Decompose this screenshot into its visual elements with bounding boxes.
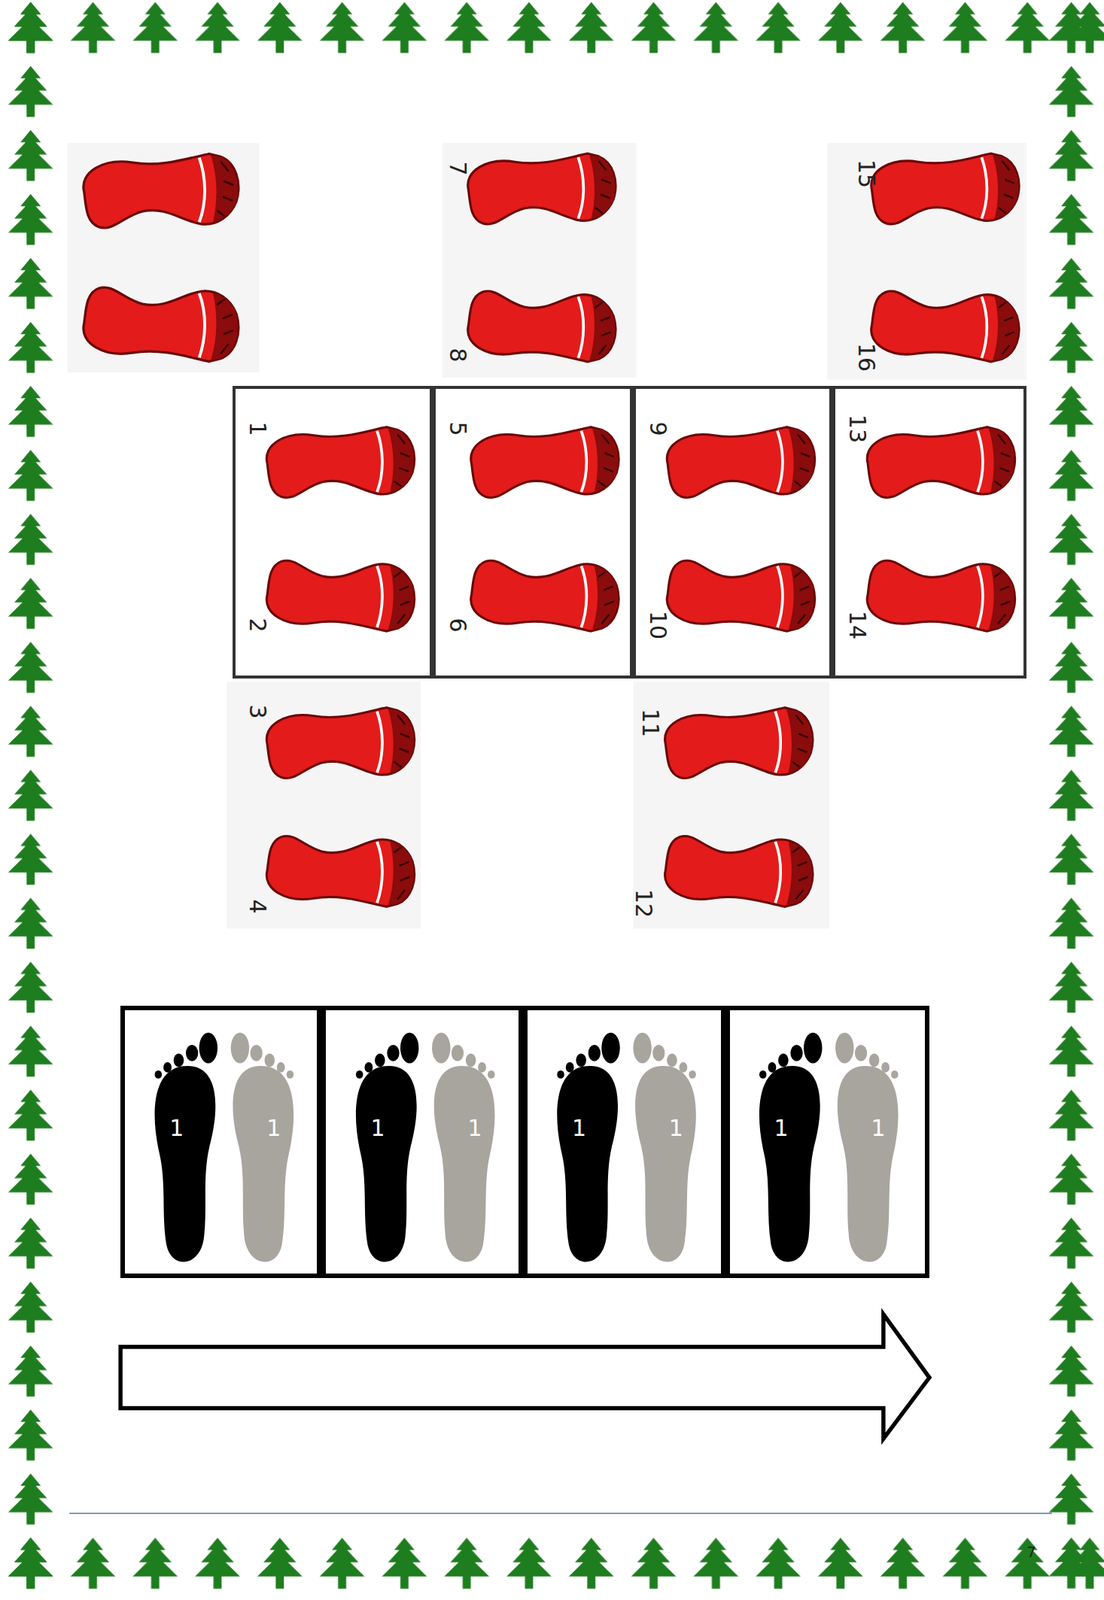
step-number: 14 [845, 610, 869, 639]
step-number: 1 [371, 1117, 386, 1141]
step-number: 1 [467, 1117, 482, 1141]
callout-number: 7 [446, 161, 469, 176]
foot-count-box: 11 [321, 1006, 523, 1279]
step-number: 1 [169, 1117, 184, 1141]
step-number: 1 [669, 1117, 684, 1141]
step-number: 6 [446, 617, 469, 633]
step-number: 9 [646, 421, 670, 436]
foot-count-box: 11 [725, 1006, 930, 1279]
callout-number: 4 [246, 900, 269, 915]
page-number: 7 [1027, 1544, 1037, 1560]
step-number: 1 [871, 1117, 886, 1141]
step-number: 10 [646, 610, 670, 639]
step-number: 1 [774, 1117, 789, 1141]
step-box: 9 10 [632, 386, 833, 679]
step-number: 1 [571, 1117, 587, 1141]
callout-number: 15 [854, 159, 878, 189]
step-box: 56 [432, 386, 633, 679]
step-number: 5 [446, 421, 469, 436]
step-box: 13 14 [832, 386, 1027, 679]
foot-count-box: 11 [523, 1006, 726, 1279]
callout-number: 11 [638, 708, 662, 738]
step-number: 13 [845, 414, 869, 444]
foot-count-box: 11 [120, 1006, 322, 1279]
callout-number: 16 [854, 343, 878, 372]
callout-number: 12 [632, 889, 655, 919]
callout-number: 3 [246, 704, 269, 719]
step-box: 12 [232, 386, 433, 679]
callout-number: 8 [446, 348, 469, 363]
step-number: 1 [266, 1117, 281, 1141]
step-number: 1 [246, 421, 269, 436]
step-number: 2 [246, 617, 269, 633]
